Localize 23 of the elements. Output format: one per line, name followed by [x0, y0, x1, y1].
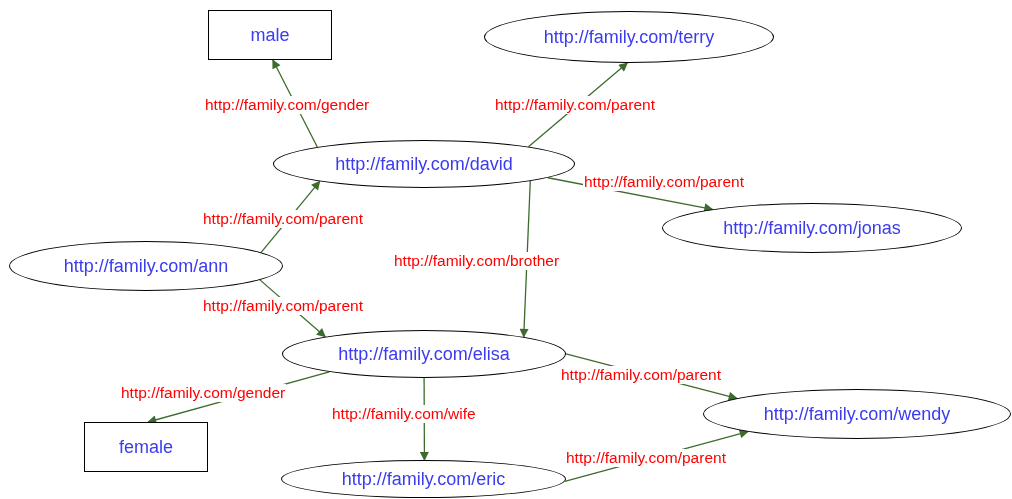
edge-label: http://family.com/parent — [202, 297, 364, 315]
node-label: http://family.com/ann — [63, 255, 229, 277]
edge-label: http://family.com/parent — [565, 449, 727, 467]
edge-label: http://family.com/gender — [204, 96, 371, 114]
node-label: http://family.com/jonas — [723, 217, 901, 239]
edge-label: http://family.com/parent — [560, 366, 722, 384]
edge-label: http://family.com/parent — [583, 173, 745, 191]
node-label: http://family.com/elisa — [338, 343, 510, 365]
edge-label: http://family.com/parent — [202, 210, 364, 228]
edge-label: http://family.com/brother — [393, 252, 561, 270]
literal-box — [208, 10, 332, 60]
arrow — [519, 180, 531, 338]
node-label: female — [119, 436, 173, 458]
resource-ellipse — [703, 389, 1011, 439]
edge-label: http://family.com/parent — [494, 96, 656, 114]
node-label: http://family.com/wendy — [763, 403, 951, 425]
node-label: http://family.com/david — [335, 153, 513, 175]
node-label: male — [250, 24, 290, 46]
node-label: http://family.com/terry — [543, 26, 715, 48]
node-label: http://family.com/eric — [341, 468, 506, 490]
edge-label: http://family.com/gender — [120, 384, 287, 402]
edge-label: http://family.com/wife — [331, 405, 477, 423]
literal-box — [84, 422, 208, 472]
